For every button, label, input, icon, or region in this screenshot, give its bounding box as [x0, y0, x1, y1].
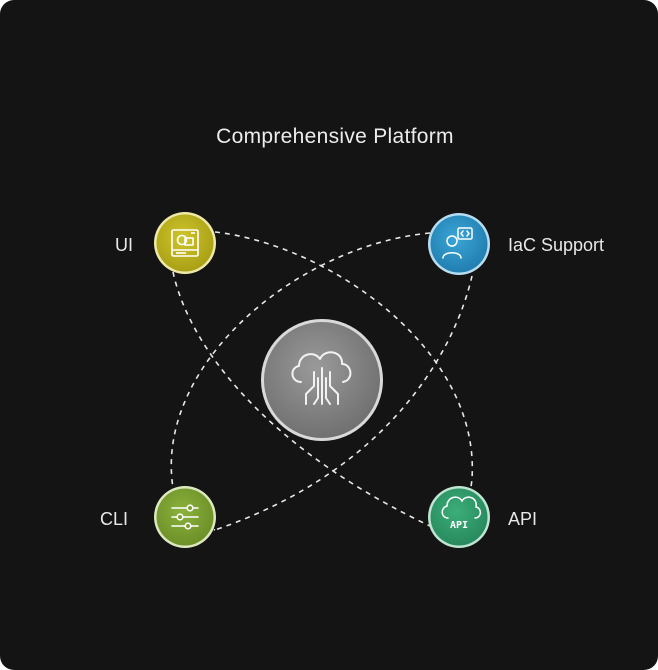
center-node — [261, 319, 383, 441]
cloud-api-icon: API — [441, 496, 482, 531]
node-label-api: API — [508, 509, 537, 529]
connector-iac-to-api — [214, 275, 473, 531]
node-label-ui: UI — [115, 235, 133, 255]
node-api: API API — [428, 486, 537, 548]
node-iac: IaC Support — [428, 213, 604, 275]
connector-ui-to-cli — [172, 271, 431, 527]
sliders-icon — [171, 504, 199, 530]
cloud-circuit-icon — [291, 351, 352, 405]
ui-design-icon — [171, 229, 199, 257]
developer-code-icon — [442, 227, 473, 259]
node-cli: CLI — [100, 486, 216, 548]
node-label-iac: IaC Support — [508, 235, 604, 255]
node-ui: UI — [115, 212, 216, 274]
node-label-cli: CLI — [100, 509, 128, 529]
diagram-title: Comprehensive Platform — [216, 125, 454, 148]
api-icon-text: API — [450, 520, 468, 531]
